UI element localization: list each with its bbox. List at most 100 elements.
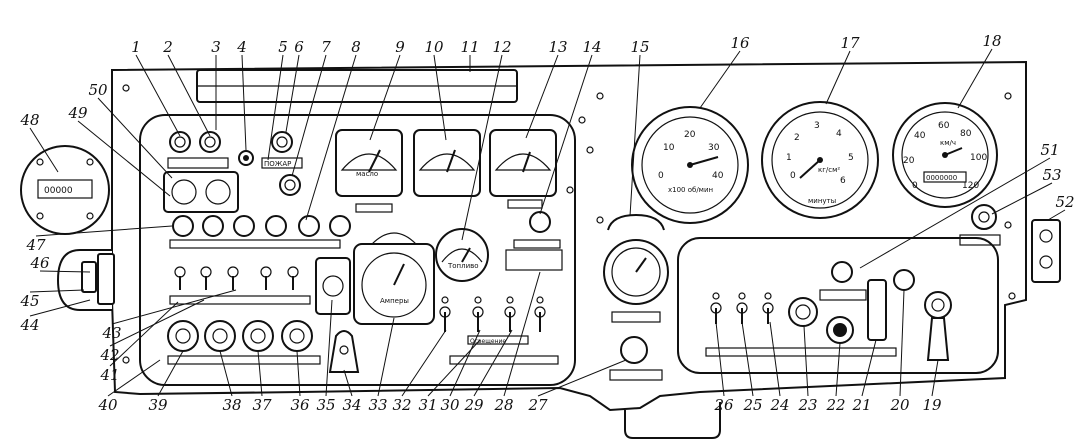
gauge-12-fuel: Топливо — [435, 228, 563, 282]
leader-line-23 — [803, 325, 809, 397]
leader-line-2 — [167, 54, 211, 137]
toggle-row-left — [169, 266, 311, 305]
knob-cluster-49-50 — [163, 171, 239, 213]
callout-16: 16 — [730, 34, 750, 52]
callout-51: 51 — [1040, 141, 1059, 159]
leader-line-45 — [29, 289, 85, 293]
leader-line-41 — [109, 301, 179, 367]
callout-47: 47 — [25, 236, 46, 254]
leader-line-25 — [741, 321, 754, 397]
svg-text:0: 0 — [790, 171, 796, 181]
leader-line-35 — [325, 299, 333, 397]
callout-26: 26 — [713, 396, 734, 414]
callout-35: 35 — [316, 396, 335, 414]
callout-20: 20 — [889, 396, 910, 414]
leader-line-32 — [401, 329, 447, 397]
gauge-13 — [489, 129, 557, 209]
gauge-48-counter: 00000 — [20, 145, 110, 235]
leader-line-5 — [267, 54, 284, 161]
knob-53 — [959, 204, 1001, 246]
panel-screws — [122, 84, 1016, 364]
callout-22: 22 — [825, 396, 845, 414]
leader-line-28 — [503, 271, 541, 397]
panel-bottom-tab — [624, 402, 721, 439]
svg-text:минуты: минуты — [808, 197, 836, 205]
leader-line-16 — [699, 50, 741, 109]
callout-4: 4 — [236, 38, 247, 56]
leader-line-21 — [861, 339, 877, 397]
svg-text:60: 60 — [938, 121, 950, 131]
callout-37: 37 — [252, 396, 272, 414]
leader-line-26 — [715, 321, 725, 397]
svg-text:10: 10 — [663, 143, 675, 153]
callout-36: 36 — [290, 396, 310, 414]
callout-41: 41 — [99, 366, 119, 384]
side-widget-52 — [1031, 219, 1061, 283]
leader-line-42 — [109, 299, 205, 347]
leader-line-43 — [111, 289, 237, 325]
callout-42: 42 — [99, 346, 119, 364]
leader-line-39 — [157, 350, 184, 397]
leader-line-27 — [537, 359, 627, 397]
callout-39: 39 — [148, 396, 168, 414]
callout-38: 38 — [222, 396, 241, 414]
leader-line-1 — [135, 54, 181, 137]
callout-48: 48 — [19, 111, 39, 129]
callout-18: 18 — [982, 32, 1001, 50]
svg-text:х100 об/мин: х100 об/мин — [668, 186, 713, 194]
gauge-17-pressure: 0 1 2 3 4 5 6 кг/см² минуты — [761, 101, 879, 219]
svg-text:100: 100 — [970, 153, 987, 163]
leader-line-22 — [835, 342, 841, 397]
gauge-33-ammeter: Амперы — [353, 232, 435, 325]
svg-text:80: 80 — [960, 129, 972, 139]
callout-21: 21 — [851, 396, 871, 414]
leader-line-12 — [461, 54, 503, 241]
svg-text:5: 5 — [848, 153, 854, 163]
leader-line-30 — [449, 329, 481, 397]
knob-27 — [609, 336, 663, 381]
svg-text:00000: 00000 — [44, 186, 73, 196]
callout-9: 9 — [395, 38, 405, 56]
callout-13: 13 — [548, 38, 567, 56]
leader-line-51 — [859, 157, 1051, 269]
leader-line-7 — [291, 54, 327, 177]
side-widget-44-46 — [56, 249, 115, 311]
svg-text:3: 3 — [814, 121, 820, 131]
callout-14: 14 — [582, 38, 601, 56]
leader-line-50 — [97, 97, 173, 179]
leader-line-15 — [629, 54, 641, 217]
svg-text:120: 120 — [962, 181, 979, 191]
leader-line-37 — [257, 350, 263, 397]
svg-text:ПОЖАР: ПОЖАР — [264, 160, 291, 168]
gauge-18-speedometer: 0 20 40 60 80 100 120 км/ч 0000000 — [892, 102, 998, 208]
panel-outline — [111, 60, 1027, 412]
svg-text:6: 6 — [840, 176, 846, 186]
callout-10: 10 — [424, 38, 444, 56]
leader-line-24 — [769, 321, 781, 397]
leader-line-6 — [285, 54, 300, 133]
leader-line-14 — [539, 54, 593, 215]
callout-5: 5 — [278, 38, 288, 56]
callout-15: 15 — [630, 38, 649, 56]
leader-line-47 — [35, 225, 173, 237]
leader-line-10 — [433, 54, 447, 141]
callout-23: 23 — [797, 396, 817, 414]
callout-19: 19 — [922, 396, 942, 414]
svg-text:Амперы: Амперы — [380, 297, 409, 305]
svg-text:20: 20 — [903, 156, 915, 166]
callout-49: 49 — [67, 104, 88, 122]
callout-1: 1 — [131, 38, 141, 56]
svg-text:0: 0 — [912, 181, 918, 191]
svg-text:20: 20 — [684, 130, 696, 140]
callout-7: 7 — [321, 38, 331, 56]
callout-33: 33 — [368, 396, 387, 414]
callout-32: 32 — [392, 396, 411, 414]
callout-46: 46 — [29, 254, 50, 272]
callout-45: 45 — [19, 292, 39, 310]
callout-3: 3 — [211, 38, 221, 56]
svg-text:кг/см²: кг/см² — [818, 166, 840, 174]
leader-line-52 — [1047, 209, 1066, 221]
leader-line-40 — [107, 359, 161, 397]
leader-line-13 — [525, 54, 559, 139]
